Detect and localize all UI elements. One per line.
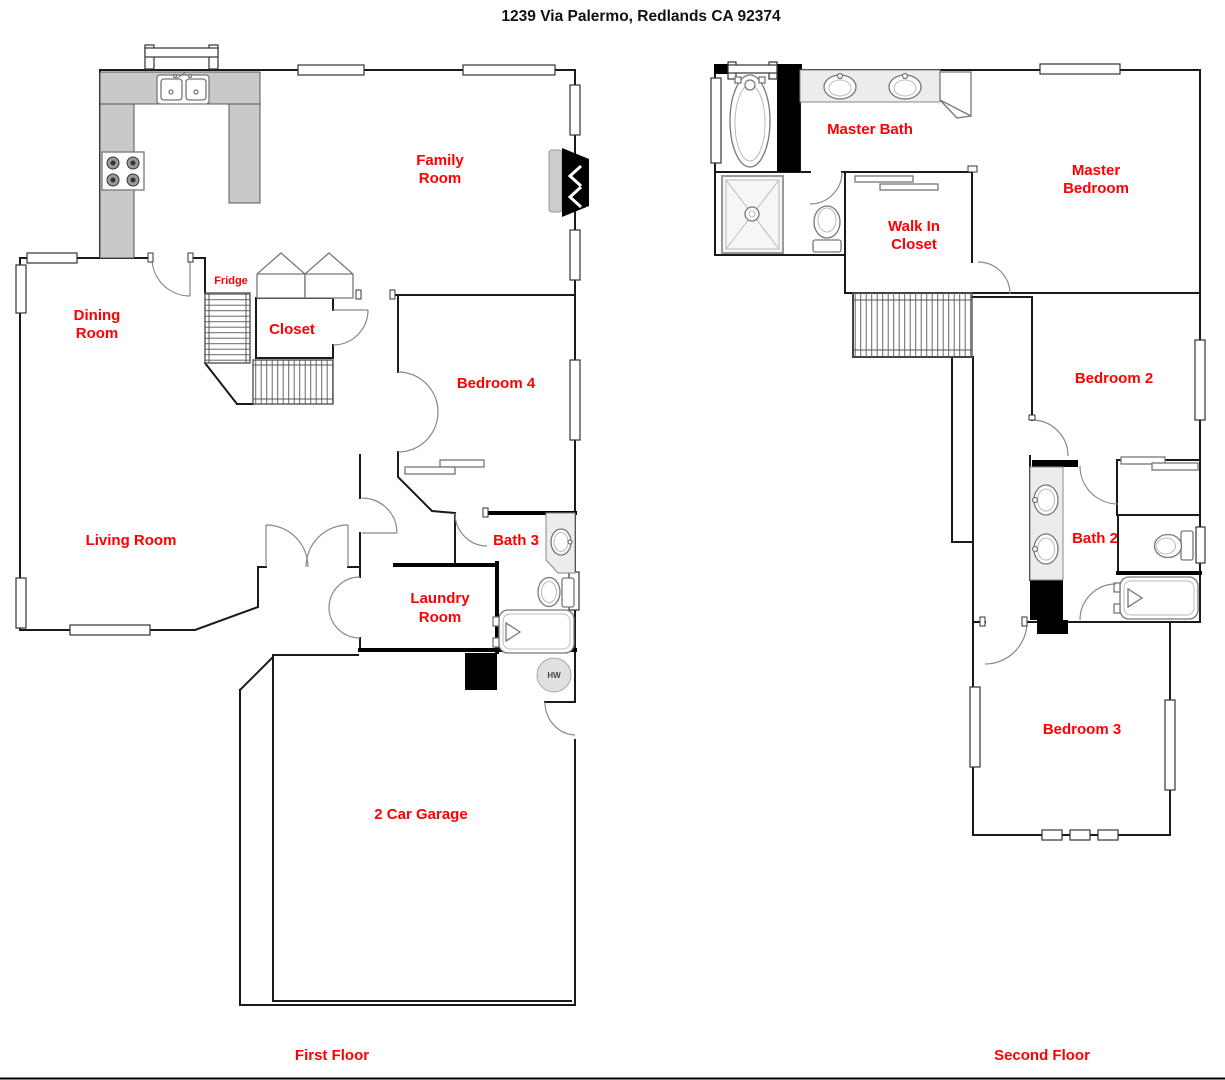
laundry-room-label-1: Laundry <box>410 590 470 607</box>
first-floor-thick-walls <box>358 511 577 654</box>
second-floor-windows <box>710 63 1206 841</box>
fireplace-icon <box>548 148 589 217</box>
bedroom3-label: Bedroom 3 <box>1043 721 1121 738</box>
kitchen-sink <box>156 71 210 105</box>
kitchen-garden-window <box>144 44 219 70</box>
master-bath-garden-window <box>727 61 778 80</box>
fridge-label: Fridge <box>214 275 248 287</box>
stove-icon <box>101 151 145 191</box>
second-floor-plan: Master Bath Master Bedroom Walk In Close… <box>710 61 1206 1064</box>
bath3-tub <box>492 609 575 654</box>
bedroom4-label: Bedroom 4 <box>457 375 536 392</box>
stairs-upper-run <box>204 292 251 364</box>
stairs-lower-run <box>252 359 334 405</box>
dining-room-label-2: Room <box>76 325 119 342</box>
water-heater-icon: HW <box>536 657 572 693</box>
family-room-label-2: Room <box>419 170 462 187</box>
bath2-tub <box>1113 576 1199 620</box>
closet-label: Closet <box>269 321 315 338</box>
bath2-label: Bath 2 <box>1072 530 1118 547</box>
master-bath-label: Master Bath <box>827 121 913 138</box>
living-room-label: Living Room <box>86 532 177 549</box>
bedroom2-label: Bedroom 2 <box>1075 370 1153 387</box>
first-floor-doors <box>151 257 576 736</box>
bath2-vanity <box>1029 466 1064 581</box>
bath3-label: Bath 3 <box>493 532 539 549</box>
master-toilet <box>812 205 842 253</box>
first-floor-caption: First Floor <box>295 1047 369 1064</box>
walk-in-closet-label-2: Closet <box>891 236 937 253</box>
stairs-second-floor <box>852 292 973 358</box>
garage-label: 2 Car Garage <box>374 806 467 823</box>
door-jambs <box>147 252 489 518</box>
bath2-toilet <box>1153 530 1194 561</box>
garage-chimney-block <box>465 653 497 690</box>
linen-cabinet <box>939 71 972 119</box>
master-bedroom-label-1: Master <box>1072 162 1121 179</box>
master-shower <box>721 175 784 254</box>
second-floor-black-walls <box>714 64 1078 634</box>
second-floor-doors <box>809 171 1119 665</box>
master-tub <box>729 74 771 168</box>
second-floor-jambs <box>967 165 1036 627</box>
bath3-toilet <box>537 576 575 608</box>
walk-in-closet-label-1: Walk In <box>888 218 940 235</box>
family-room-label-1: Family <box>416 152 464 169</box>
page-title: 1239 Via Palermo, Redlands CA 92374 <box>501 8 781 25</box>
bedroom2-closet-doors <box>1120 456 1199 471</box>
dining-room-label-1: Dining <box>74 307 121 324</box>
pantry-cabinets <box>256 252 354 299</box>
bedroom4-closet-shelves <box>404 459 485 475</box>
water-heater-label: HW <box>547 671 561 680</box>
second-floor-caption: Second Floor <box>994 1047 1090 1064</box>
first-floor-windows <box>15 64 581 636</box>
master-vanity <box>799 69 941 103</box>
first-floor-plan: HW Family Room Fridge Dining Room Closet… <box>15 44 589 1064</box>
laundry-room-label-2: Room <box>419 609 462 626</box>
bath3-sink <box>545 512 576 574</box>
master-bedroom-label-2: Bedroom <box>1063 180 1129 197</box>
walk-in-closet-shelves <box>854 175 939 191</box>
